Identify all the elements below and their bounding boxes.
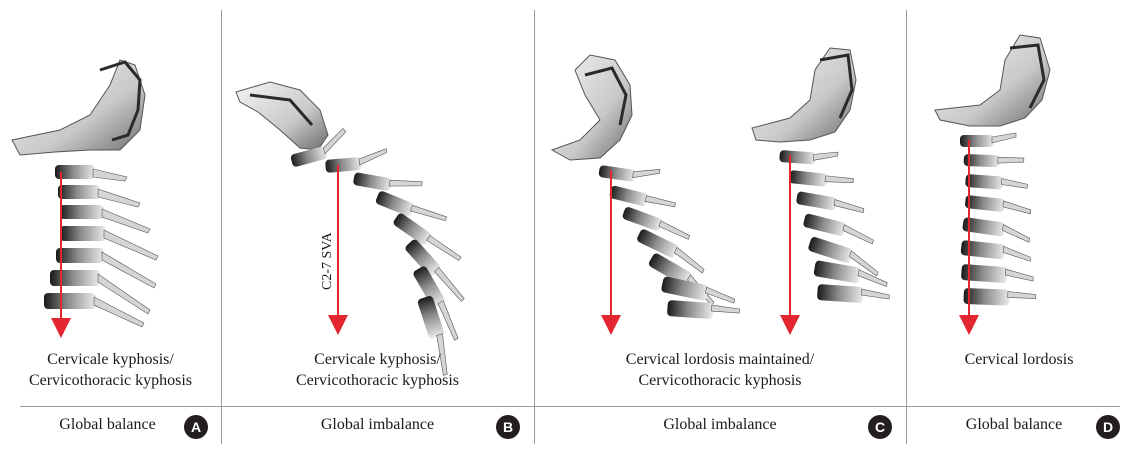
spine-c-left-illustration <box>550 54 740 335</box>
balance-row-divider <box>20 406 1120 407</box>
caption-b: Cervicale kyphosis/ Cervicothoracic kyph… <box>221 349 534 391</box>
panel-divider-bc <box>534 10 535 444</box>
caption-b-line-1: Cervicale kyphosis/ <box>314 351 441 368</box>
spine-c-right-illustration <box>751 47 890 335</box>
spine-d-illustration <box>934 34 1051 335</box>
spine-a-illustration <box>11 59 159 338</box>
sva-label: C2-7 SVA <box>320 231 335 290</box>
panel-letter-d: D <box>1096 415 1120 439</box>
panel-letter-a: A <box>184 415 208 439</box>
panel-letter-b: B <box>496 415 520 439</box>
spine-b-illustration: C2-7 SVA <box>235 81 465 376</box>
caption-c: Cervical lordosis maintained/ Cervicotho… <box>534 349 906 391</box>
skull-b <box>235 81 329 151</box>
caption-a-line-2: Cervicothoracic kyphosis <box>28 372 193 389</box>
balance-c: Global imbalance <box>663 416 777 433</box>
skull-a <box>11 59 146 156</box>
caption-c-line-1: Cervical lordosis maintained/ <box>625 351 815 368</box>
panel-letter-c: C <box>868 415 892 439</box>
caption-b-line-2: Cervicothoracic kyphosis <box>295 372 460 389</box>
caption-c-line-2: Cervicothoracic kyphosis <box>638 372 802 389</box>
caption-a-line-1: Cervicale kyphosis/ <box>47 351 174 368</box>
balance-a: Global balance <box>59 416 156 433</box>
balance-b: Global imbalance <box>320 416 435 433</box>
caption-d: Cervical lordosis <box>906 349 1132 370</box>
balance-d: Global balance <box>965 416 1063 433</box>
caption-d-line-1: Cervical lordosis <box>964 351 1074 368</box>
panel-divider-cd <box>906 10 907 444</box>
caption-a: Cervicale kyphosis/ Cervicothoracic kyph… <box>0 349 221 391</box>
panel-divider-ab <box>221 10 222 444</box>
